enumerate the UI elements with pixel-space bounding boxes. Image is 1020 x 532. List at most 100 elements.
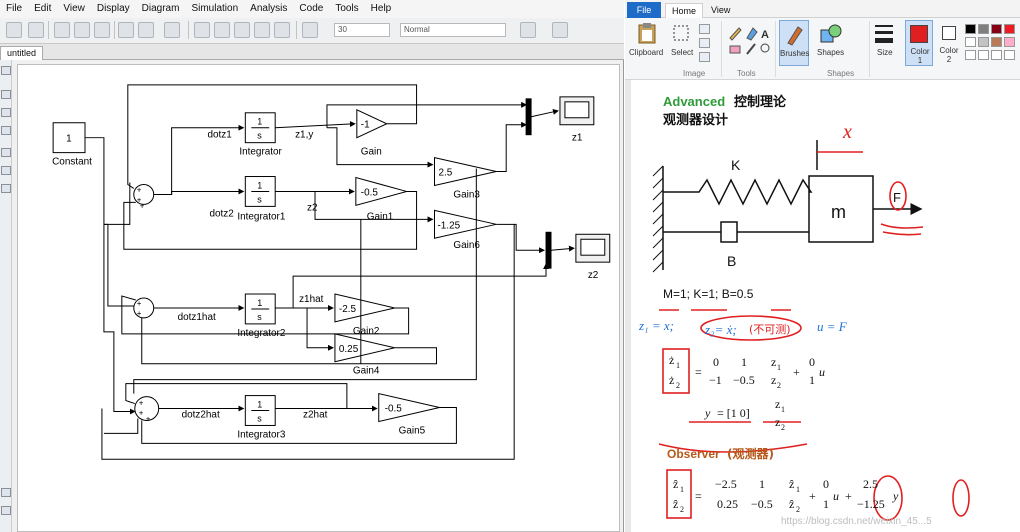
rotate-icon[interactable] <box>699 52 710 62</box>
svg-text:0: 0 <box>823 477 829 491</box>
grid-icon[interactable] <box>552 22 568 38</box>
tools-icons[interactable]: A <box>727 24 773 60</box>
forward-arrow-icon[interactable] <box>74 22 90 38</box>
brushes-button[interactable]: Brushes <box>779 20 809 66</box>
swatch-black[interactable] <box>965 24 976 34</box>
hide-browser-icon[interactable] <box>1 66 11 75</box>
shapes-button[interactable]: Shapes <box>817 48 845 57</box>
size-icon[interactable] <box>873 22 895 46</box>
select-button[interactable]: Select <box>671 48 694 57</box>
gain2-block[interactable] <box>334 293 395 323</box>
tab-view[interactable]: View <box>711 5 731 15</box>
resize-icon[interactable] <box>699 38 710 48</box>
gain5-block[interactable] <box>378 392 440 423</box>
step-forward-icon[interactable] <box>234 22 250 38</box>
menu-simulation[interactable]: Simulation <box>191 3 239 14</box>
annotation-icon[interactable] <box>1 148 11 157</box>
swatch-white[interactable] <box>965 37 976 47</box>
fit-view-icon[interactable] <box>1 108 11 117</box>
integrator3-den: s <box>257 413 262 423</box>
svg-text:z: z <box>771 373 776 387</box>
clipboard-icon[interactable] <box>637 22 657 44</box>
svg-text:+: + <box>137 299 142 308</box>
new-model-icon[interactable] <box>6 22 22 38</box>
menu-file[interactable]: File <box>6 3 23 14</box>
hierarchy-icon[interactable] <box>1 506 11 515</box>
svg-text:2: 2 <box>680 505 684 514</box>
pause-icon[interactable] <box>254 22 270 38</box>
svg-text:+: + <box>146 414 151 423</box>
svg-text:1: 1 <box>676 361 680 370</box>
swatch-empty[interactable] <box>978 50 989 60</box>
mux1-block[interactable] <box>525 98 532 136</box>
swatch-empty[interactable] <box>1004 50 1015 60</box>
menu-edit[interactable]: Edit <box>34 3 52 14</box>
swatch-empty[interactable] <box>965 50 976 60</box>
menu-display[interactable]: Display <box>96 3 130 14</box>
run-icon[interactable] <box>214 22 230 38</box>
gain1-block[interactable] <box>355 176 409 207</box>
save-icon[interactable] <box>28 22 44 38</box>
crop-icon[interactable] <box>699 24 710 34</box>
up-arrow-icon[interactable] <box>94 22 110 38</box>
back-arrow-icon[interactable] <box>54 22 70 38</box>
menu-code[interactable]: Code <box>299 3 324 14</box>
integrator3-block[interactable] <box>244 395 276 426</box>
mux2-block[interactable] <box>545 231 552 269</box>
gain6-block[interactable] <box>434 209 497 239</box>
image-icon[interactable] <box>1 166 11 175</box>
model-explorer-icon[interactable] <box>164 22 180 38</box>
swatch-brown[interactable] <box>991 37 1002 47</box>
gain5-value: -0.5 <box>385 404 403 415</box>
gain2-label: Gain2 <box>353 326 380 337</box>
zoom-icon[interactable] <box>1 90 11 99</box>
model-settings-icon[interactable] <box>138 22 154 38</box>
swatch-light-gray[interactable] <box>978 37 989 47</box>
color1-button[interactable]: Color 1 <box>905 20 933 66</box>
gain-block[interactable] <box>356 109 388 139</box>
arrow-icon[interactable] <box>1 126 11 135</box>
menu-tools[interactable]: Tools <box>335 3 359 14</box>
menu-analysis[interactable]: Analysis <box>250 3 288 14</box>
swatch-empty[interactable] <box>991 50 1002 60</box>
menu-help[interactable]: Help <box>370 3 392 14</box>
gain4-block[interactable] <box>334 333 395 363</box>
size-button[interactable]: Size <box>877 48 893 57</box>
pencil-icon <box>729 27 742 41</box>
paint-vertical-scrollbar[interactable] <box>625 80 631 532</box>
note-title-en: Advanced <box>663 94 725 109</box>
integrator1-block[interactable] <box>244 176 276 207</box>
select-icon[interactable] <box>672 24 690 42</box>
svg-text:z: z <box>771 355 776 369</box>
menu-diagram[interactable]: Diagram <box>141 3 180 14</box>
paint-canvas[interactable]: Advanced 控制理论 观测器设计 K B m F x <box>631 84 1020 532</box>
area-icon[interactable] <box>1 184 11 193</box>
block-diagram-canvas[interactable]: 1 Constant 1 s Integrator 1 s Integrator… <box>17 64 620 532</box>
sim-mode-select[interactable]: Normal <box>400 23 506 37</box>
step-back-icon[interactable] <box>194 22 210 38</box>
signal-view-icon[interactable] <box>302 22 318 38</box>
color2-button[interactable]: Color 2 <box>937 22 961 66</box>
camera-icon[interactable] <box>1 488 11 497</box>
svg-text:1: 1 <box>777 363 781 372</box>
library-browser-icon[interactable] <box>118 22 134 38</box>
constant-block[interactable] <box>52 122 86 154</box>
swatch-pink[interactable] <box>1004 37 1015 47</box>
svg-text:+: + <box>793 365 800 379</box>
check-model-icon[interactable] <box>520 22 536 38</box>
swatch-dark-red[interactable] <box>991 24 1002 34</box>
stop-icon[interactable] <box>274 22 290 38</box>
svg-text:−0.5: −0.5 <box>751 497 773 511</box>
tab-file[interactable]: File <box>627 2 661 18</box>
gain3-block[interactable] <box>434 156 497 187</box>
clipboard-button[interactable]: Clipboard <box>629 48 664 57</box>
tab-home[interactable]: Home <box>665 3 704 18</box>
svg-text:ẑ: ẑ <box>673 497 678 511</box>
displacement-label: x <box>842 121 852 143</box>
tab-untitled[interactable]: untitled <box>0 46 44 60</box>
menu-view[interactable]: View <box>63 3 85 14</box>
swatch-red[interactable] <box>1004 24 1015 34</box>
shapes-icon[interactable] <box>819 22 843 46</box>
stop-time-input[interactable]: 30 <box>334 23 390 37</box>
swatch-gray[interactable] <box>978 24 989 34</box>
